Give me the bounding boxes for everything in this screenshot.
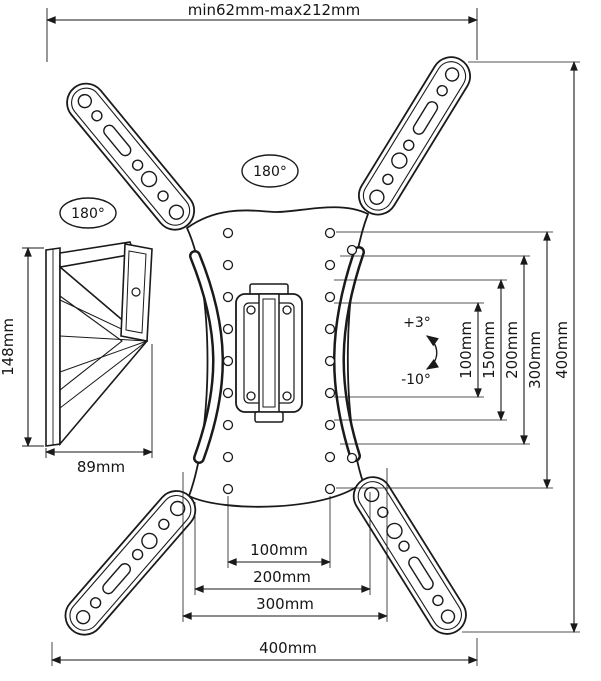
swivel-badge-top: 180°	[241, 154, 299, 188]
side-view-arm	[45, 241, 153, 447]
dimensions-vertical: 100mm 150mm 200mm 300mm 400mm	[334, 61, 580, 633]
depth-dimension-label: 89mm	[77, 458, 125, 476]
curved-slot-left	[189, 250, 225, 464]
swivel-badge-side: 180°	[59, 197, 117, 229]
swivel-side-label: 180°	[71, 206, 105, 222]
swivel-top-label: 180°	[253, 164, 287, 180]
side-pivot	[131, 287, 141, 297]
height-dimension-label: 148mm	[0, 318, 17, 376]
horizontal-dim-300: 300mm	[182, 595, 388, 620]
horizontal-dim-100: 100mm	[227, 541, 331, 566]
vertical-dim-200: 200mm	[503, 255, 528, 445]
horizontal-dim-200: 200mm	[194, 568, 371, 593]
arm-bottom-right	[345, 469, 475, 642]
horizontal-dim-100-label: 100mm	[250, 541, 308, 559]
vertical-dim-300: 300mm	[526, 231, 551, 489]
horizontal-dim-400: 400mm	[51, 639, 478, 664]
horizontal-dim-200-label: 200mm	[253, 568, 311, 586]
tilt-up-label: +3°	[403, 315, 431, 331]
vertical-dim-400: 400mm	[553, 61, 578, 633]
vertical-dim-400-label: 400mm	[553, 321, 571, 379]
dimension-height: 148mm	[0, 247, 44, 447]
dimensions-horizontal: 100mm 200mm 300mm 400mm	[51, 468, 478, 666]
side-upper-arm	[59, 241, 136, 268]
vertical-dim-150: 150mm	[480, 279, 505, 421]
vertical-dim-100-label: 100mm	[457, 321, 475, 379]
top-dimension-label: min62mm-max212mm	[188, 1, 361, 19]
arm-top-right	[350, 49, 479, 223]
tilt-annotation: +3° -10°	[401, 315, 439, 388]
tilt-arrow	[425, 335, 439, 370]
vertical-dim-100: 100mm	[457, 302, 482, 398]
tilt-down-label: -10°	[401, 372, 431, 388]
dimension-top: min62mm-max212mm	[46, 1, 478, 62]
dimension-depth: 89mm	[45, 344, 153, 476]
curved-slot-right	[332, 246, 365, 462]
arm-bottom-left	[56, 482, 205, 644]
plate-holes	[222, 227, 358, 495]
horizontal-dim-300-label: 300mm	[256, 595, 314, 613]
horizontal-dim-400-label: 400mm	[259, 639, 317, 657]
bracket-screws	[246, 305, 292, 401]
side-arm-fold	[59, 294, 123, 392]
vertical-dim-300-label: 300mm	[526, 331, 544, 389]
vertical-dim-200-label: 200mm	[503, 321, 521, 379]
vertical-dim-150-label: 150mm	[480, 321, 498, 379]
monitor-bracket	[235, 283, 303, 423]
